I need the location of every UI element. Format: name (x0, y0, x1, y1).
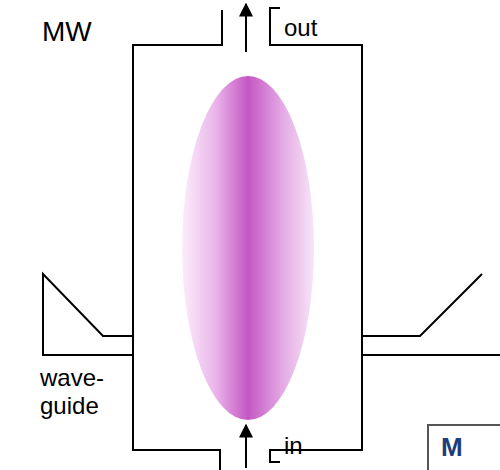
label-box: M (427, 424, 500, 470)
gas-flow-arrows (245, 4, 247, 468)
part-label: in (284, 432, 324, 460)
part-label: out (284, 14, 344, 42)
chamber-walls (133, 8, 362, 470)
part-label: MW (42, 16, 132, 48)
box-text: M (441, 434, 500, 460)
plasma (182, 76, 314, 420)
waveguide (43, 274, 500, 355)
part-label: wave- guide (40, 364, 120, 419)
